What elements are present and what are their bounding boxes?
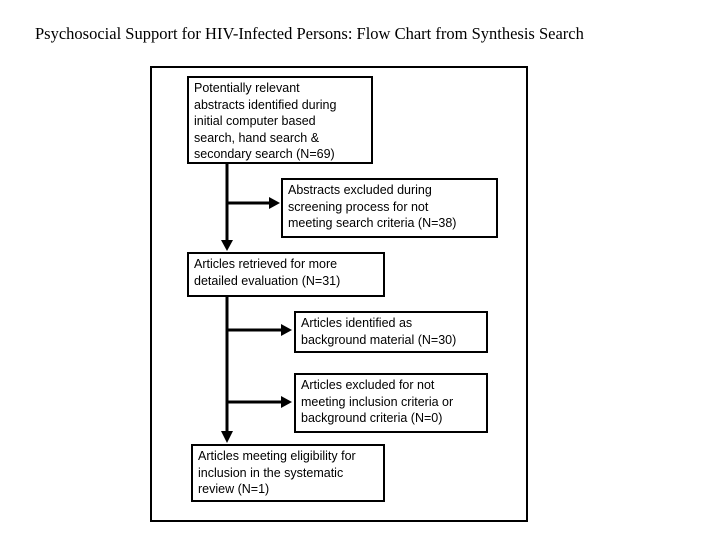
flow-box-articles-excluded-criteria: Articles excluded for not meeting inclus… bbox=[294, 373, 488, 433]
flow-box-articles-eligible: Articles meeting eligibility for inclusi… bbox=[191, 444, 385, 502]
slide-title: Psychosocial Support for HIV-Infected Pe… bbox=[35, 24, 584, 43]
flow-box-abstracts-excluded-screening: Abstracts excluded during screening proc… bbox=[281, 178, 498, 238]
flow-box-articles-background-material: Articles identified as background materi… bbox=[294, 311, 488, 353]
flow-box-articles-retrieved: Articles retrieved for more detailed eva… bbox=[187, 252, 385, 297]
flow-box-potentially-relevant-abstracts: Potentially relevant abstracts identifie… bbox=[187, 76, 373, 164]
